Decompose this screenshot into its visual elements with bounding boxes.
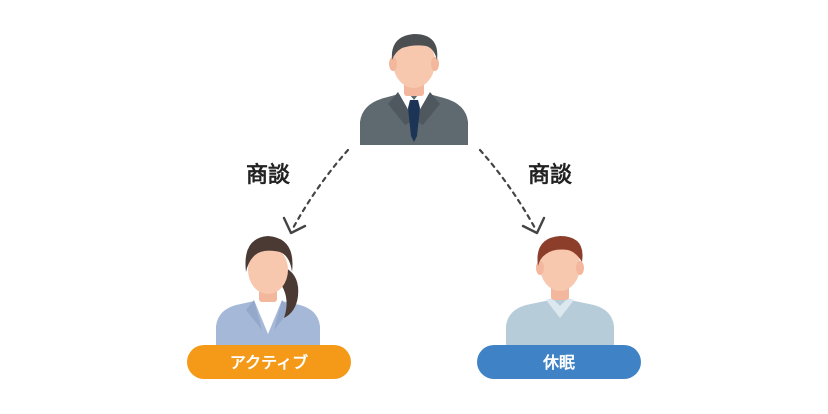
edge-label-left: 商談 (246, 162, 291, 188)
man-ear-left (536, 261, 544, 275)
arrow-to-dormant (478, 148, 546, 235)
edge-label-right: 商談 (528, 162, 573, 188)
woman-blouse (254, 300, 282, 334)
woman-face (248, 246, 288, 294)
woman-avatar-icon (216, 236, 320, 345)
man-ear-right (576, 261, 584, 275)
manager-lapel-left (388, 92, 414, 125)
woman-hair (245, 236, 293, 272)
woman-lapel-left (246, 300, 262, 330)
manager-hair (391, 34, 438, 60)
woman-lapel-right (274, 300, 290, 330)
manager-ear-left (389, 57, 397, 71)
man-face (540, 241, 580, 291)
active-status-label: アクティブ (230, 353, 308, 372)
woman-ponytail (282, 268, 299, 318)
man-avatar-icon (506, 236, 614, 345)
manager-avatar-icon (360, 34, 468, 145)
manager-ear-right (431, 57, 439, 71)
man-shirt (506, 298, 614, 345)
manager-tie (408, 100, 420, 142)
man-collar (546, 298, 574, 318)
dormant-status-badge: 休眠 (477, 345, 641, 379)
manager-face (393, 36, 435, 88)
active-status-badge: アクティブ (187, 345, 351, 379)
manager-lapel-right (414, 92, 440, 125)
dormant-status-label: 休眠 (542, 353, 575, 372)
man-hair (537, 236, 583, 266)
arrow-to-active (282, 148, 350, 235)
